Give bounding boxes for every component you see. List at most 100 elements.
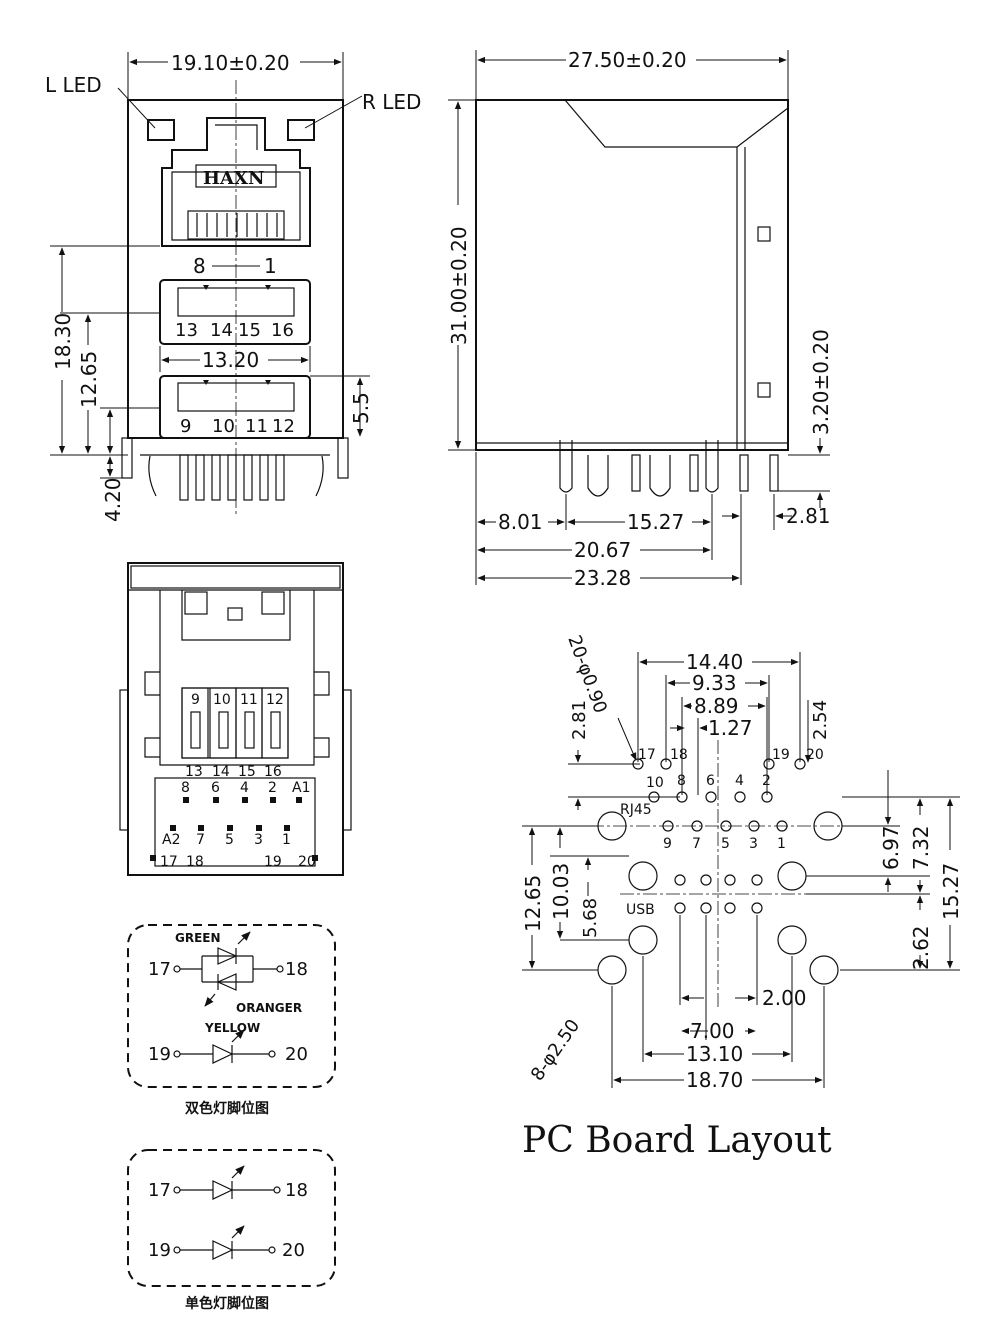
front-width-dim: 19.10±0.20 — [171, 51, 290, 75]
bottom-pin-5: 5 — [225, 832, 234, 848]
bottom-usb-pin-10: 10 — [213, 692, 231, 708]
front-pins — [121, 437, 349, 501]
pcb-pin-18: 18 — [670, 747, 688, 763]
pcb-dim-2-54: 2.54 — [810, 700, 831, 740]
l-led-label: L LED — [45, 73, 102, 97]
pcb-dim-14-40: 14.40 — [686, 650, 743, 674]
front-dim-4-20: 4.20 — [101, 477, 125, 522]
front-dim-12-65: 12.65 — [77, 351, 101, 408]
single-pin-17: 17 — [148, 1180, 171, 1201]
r-led-label: R LED — [362, 90, 421, 114]
bottom-pin-6: 6 — [211, 780, 220, 796]
bottom-view: 9 10 11 12 13 14 15 16 8 6 4 2 A1 A2 7 5 — [119, 562, 352, 876]
pcb-dim-2-62: 2.62 — [909, 925, 933, 970]
usb-width-dim: 13.20 — [202, 348, 259, 372]
bottom-pin-a2: A2 — [162, 832, 180, 848]
pcb-pin-2: 2 — [762, 773, 771, 789]
side-dim-2-81: 2.81 — [786, 504, 831, 528]
side-dim-8-01: 8.01 — [498, 510, 543, 534]
pcb-dim-2-81: 2.81 — [569, 700, 590, 740]
bottom-pin-3: 3 — [254, 832, 263, 848]
bicolor-pin-18: 18 — [285, 959, 308, 980]
pcb-title: PC Board Layout — [522, 1120, 832, 1161]
front-dim-5-5: 5.5 — [349, 392, 373, 424]
bottom-usb-pin-15: 15 — [238, 764, 256, 780]
pcb-hole-large-label: 8-φ2.50 — [527, 1016, 584, 1085]
pcb-pin-6: 6 — [706, 773, 715, 789]
bottom-usb-pin-14: 14 — [212, 764, 230, 780]
bottom-pin-7: 7 — [196, 832, 205, 848]
bottom-pin-a1: A1 — [292, 780, 310, 796]
pcb-layout: 14.40 9.33 8.89 1.27 20-φ0.90 8-φ2.50 2.… — [521, 633, 963, 1161]
side-pin-len-dim: 3.20±0.20 — [809, 329, 833, 435]
pcb-dim-18-70: 18.70 — [686, 1068, 743, 1092]
pcb-dim-12-65: 12.65 — [521, 875, 545, 932]
pcb-pin-7: 7 — [692, 836, 701, 852]
pcb-pin-19: 19 — [772, 747, 790, 763]
pcb-dim-7-00: 7.00 — [690, 1019, 735, 1043]
single-pin-19: 19 — [148, 1240, 171, 1261]
rj45-pin-8: 8 — [193, 254, 206, 278]
pcb-dim-9-33: 9.33 — [692, 671, 737, 695]
pcb-pin-17: 17 — [638, 747, 656, 763]
pcb-pin-3: 3 — [749, 836, 758, 852]
usb-top-pin-14: 14 — [210, 320, 233, 341]
pcb-dim-5-68: 5.68 — [580, 898, 601, 938]
usb-bottom-pin-11: 11 — [245, 416, 268, 437]
bottom-pin-1: 1 — [282, 832, 291, 848]
pcb-dim-10-03: 10.03 — [549, 863, 573, 920]
pcb-pin-10: 10 — [646, 775, 664, 791]
usb-bottom-pin-9: 9 — [180, 416, 191, 437]
single-led-diagram: 17 18 19 20 单色灯脚位图 — [127, 1149, 336, 1312]
pcb-usb-label: USB — [626, 902, 655, 918]
bicolor-pin-17: 17 — [148, 959, 171, 980]
rj45-pin-1: 1 — [264, 254, 277, 278]
bottom-pin-19: 19 — [264, 854, 282, 870]
bicolor-led-diagram: GREEN ORANGER YELLOW 17 18 19 20 双色灯脚位图 — [127, 924, 336, 1117]
bicolor-caption: 双色灯脚位图 — [185, 1100, 269, 1117]
pcb-pin-8: 8 — [677, 773, 686, 789]
front-dim-18-30: 18.30 — [51, 313, 75, 370]
pcb-dim-13-10: 13.10 — [686, 1042, 743, 1066]
bottom-pin-2: 2 — [268, 780, 277, 796]
pcb-dim-1-27: 1.27 — [708, 716, 753, 740]
bottom-usb-pin-11: 11 — [240, 692, 258, 708]
usb-bottom-pin-10: 10 — [212, 416, 235, 437]
side-length-dim: 27.50±0.20 — [568, 48, 687, 72]
bicolor-pin-20: 20 — [285, 1044, 308, 1065]
single-pin-20: 20 — [282, 1240, 305, 1261]
pcb-pin-9: 9 — [663, 836, 672, 852]
yellow-label: YELLOW — [204, 1021, 260, 1035]
side-dim-15-27: 15.27 — [627, 510, 684, 534]
pcb-pin-5: 5 — [721, 836, 730, 852]
bottom-usb-pin-9: 9 — [191, 692, 200, 708]
side-view: 27.50±0.20 31.00±0.20 3.20±0.20 — [447, 48, 833, 590]
side-pins — [559, 440, 779, 497]
bottom-pin-8: 8 — [181, 780, 190, 796]
pcb-rj45-label: RJ45 — [620, 802, 652, 818]
pcb-dim-7-32: 7.32 — [909, 825, 933, 870]
usb-top-pin-16: 16 — [271, 320, 294, 341]
front-view: 19.10±0.20 L LED R LED HAXN 8 — [45, 51, 421, 522]
green-label: GREEN — [175, 931, 221, 945]
orange-label: ORANGER — [236, 1001, 302, 1015]
usb-top-pin-15: 15 — [238, 320, 261, 341]
bottom-pin-dots — [150, 797, 318, 861]
pcb-pin-1: 1 — [777, 836, 786, 852]
single-pin-18: 18 — [285, 1180, 308, 1201]
pcb-dim-2-00: 2.00 — [762, 986, 807, 1010]
bottom-usb-pin-13: 13 — [185, 764, 203, 780]
pcb-dim-8-89: 8.89 — [694, 694, 739, 718]
bottom-pin-4: 4 — [240, 780, 249, 796]
bottom-pin-18: 18 — [186, 854, 204, 870]
side-dim-20-67: 20.67 — [574, 538, 631, 562]
side-height-dim: 31.00±0.20 — [447, 226, 471, 345]
pcb-pin-20: 20 — [806, 747, 824, 763]
brand-label: HAXN — [203, 168, 264, 189]
usb-bottom-pin-12: 12 — [272, 416, 295, 437]
bicolor-pin-19: 19 — [148, 1044, 171, 1065]
pcb-dim-15-27: 15.27 — [939, 863, 963, 920]
bottom-usb-pin-12: 12 — [266, 692, 284, 708]
usb-top-pin-13: 13 — [175, 320, 198, 341]
